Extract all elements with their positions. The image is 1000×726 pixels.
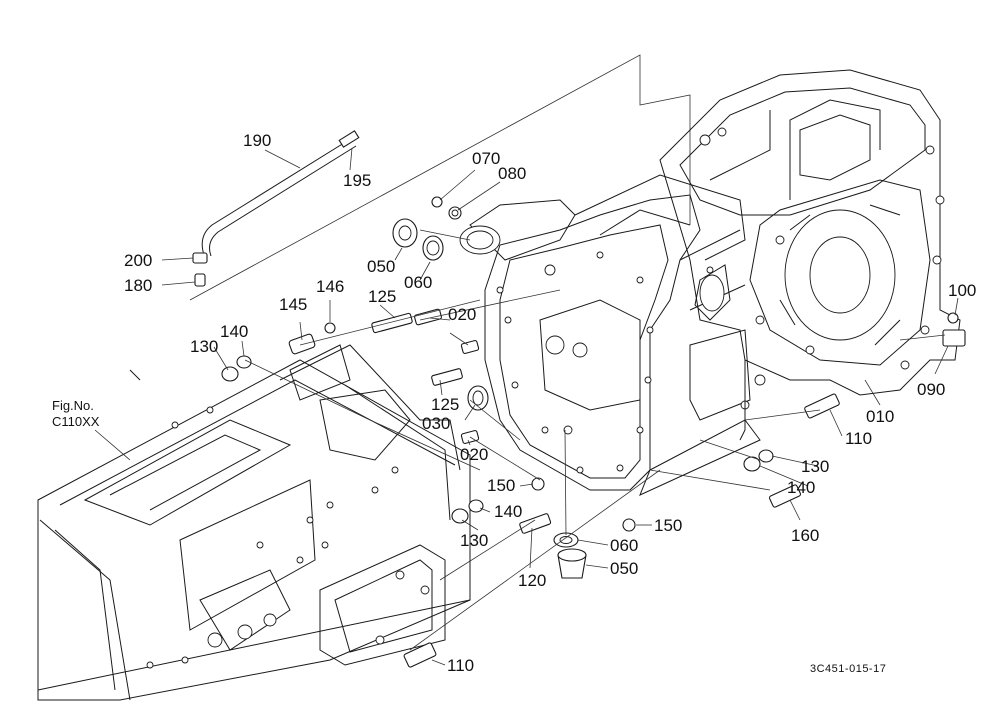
callout-130-mid: 130 [460,531,489,550]
callout-110-right: 110 [845,429,873,448]
callout-146: 146 [316,277,345,296]
callout-130-right: 130 [801,457,830,476]
callout-020-lower: 020 [460,445,489,464]
callout-080: 080 [498,164,527,183]
callout-145: 145 [279,295,308,314]
callout-140-left: 140 [220,322,249,341]
callout-050-lower: 050 [610,559,639,578]
callout-195: 195 [343,171,372,190]
callout-090: 090 [917,380,946,399]
callout-160: 160 [791,526,820,545]
callout-150-right: 150 [654,516,683,535]
callout-125-upper: 125 [368,287,397,306]
pipe-part-190 [201,130,360,257]
leader-lines [94,147,959,666]
callout-140-mid: 140 [494,502,523,521]
alignment-lines [244,229,946,651]
callout-120: 120 [518,571,547,590]
group-frame-line [189,54,691,301]
callout-060-lower: 060 [610,536,639,555]
callout-070: 070 [472,149,501,168]
small-parts [192,196,966,668]
figure-reference: Fig.No. C110XX [52,398,99,430]
callout-030: 030 [422,414,451,433]
callout-010: 010 [866,407,895,426]
figure-number: C110XX [52,414,100,429]
front-gear-case [459,174,761,496]
drawing-code: 3C451-015-17 [810,663,887,675]
callout-180: 180 [124,276,153,295]
callout-020-upper: 020 [448,305,477,324]
callout-100: 100 [948,281,977,300]
callout-190: 190 [243,131,272,150]
callout-060: 060 [404,273,433,292]
rear-housing [659,69,961,441]
figure-label: Fig.No. [52,398,94,413]
callout-050: 050 [367,257,396,276]
callout-130-left: 130 [190,337,219,356]
callout-140-right: 140 [787,478,816,497]
callout-200: 200 [124,251,153,270]
callout-150-left: 150 [487,476,516,495]
transmission-case-body [37,344,471,701]
callout-110-lower: 110 [447,656,475,675]
callout-125-lower: 125 [431,395,460,414]
